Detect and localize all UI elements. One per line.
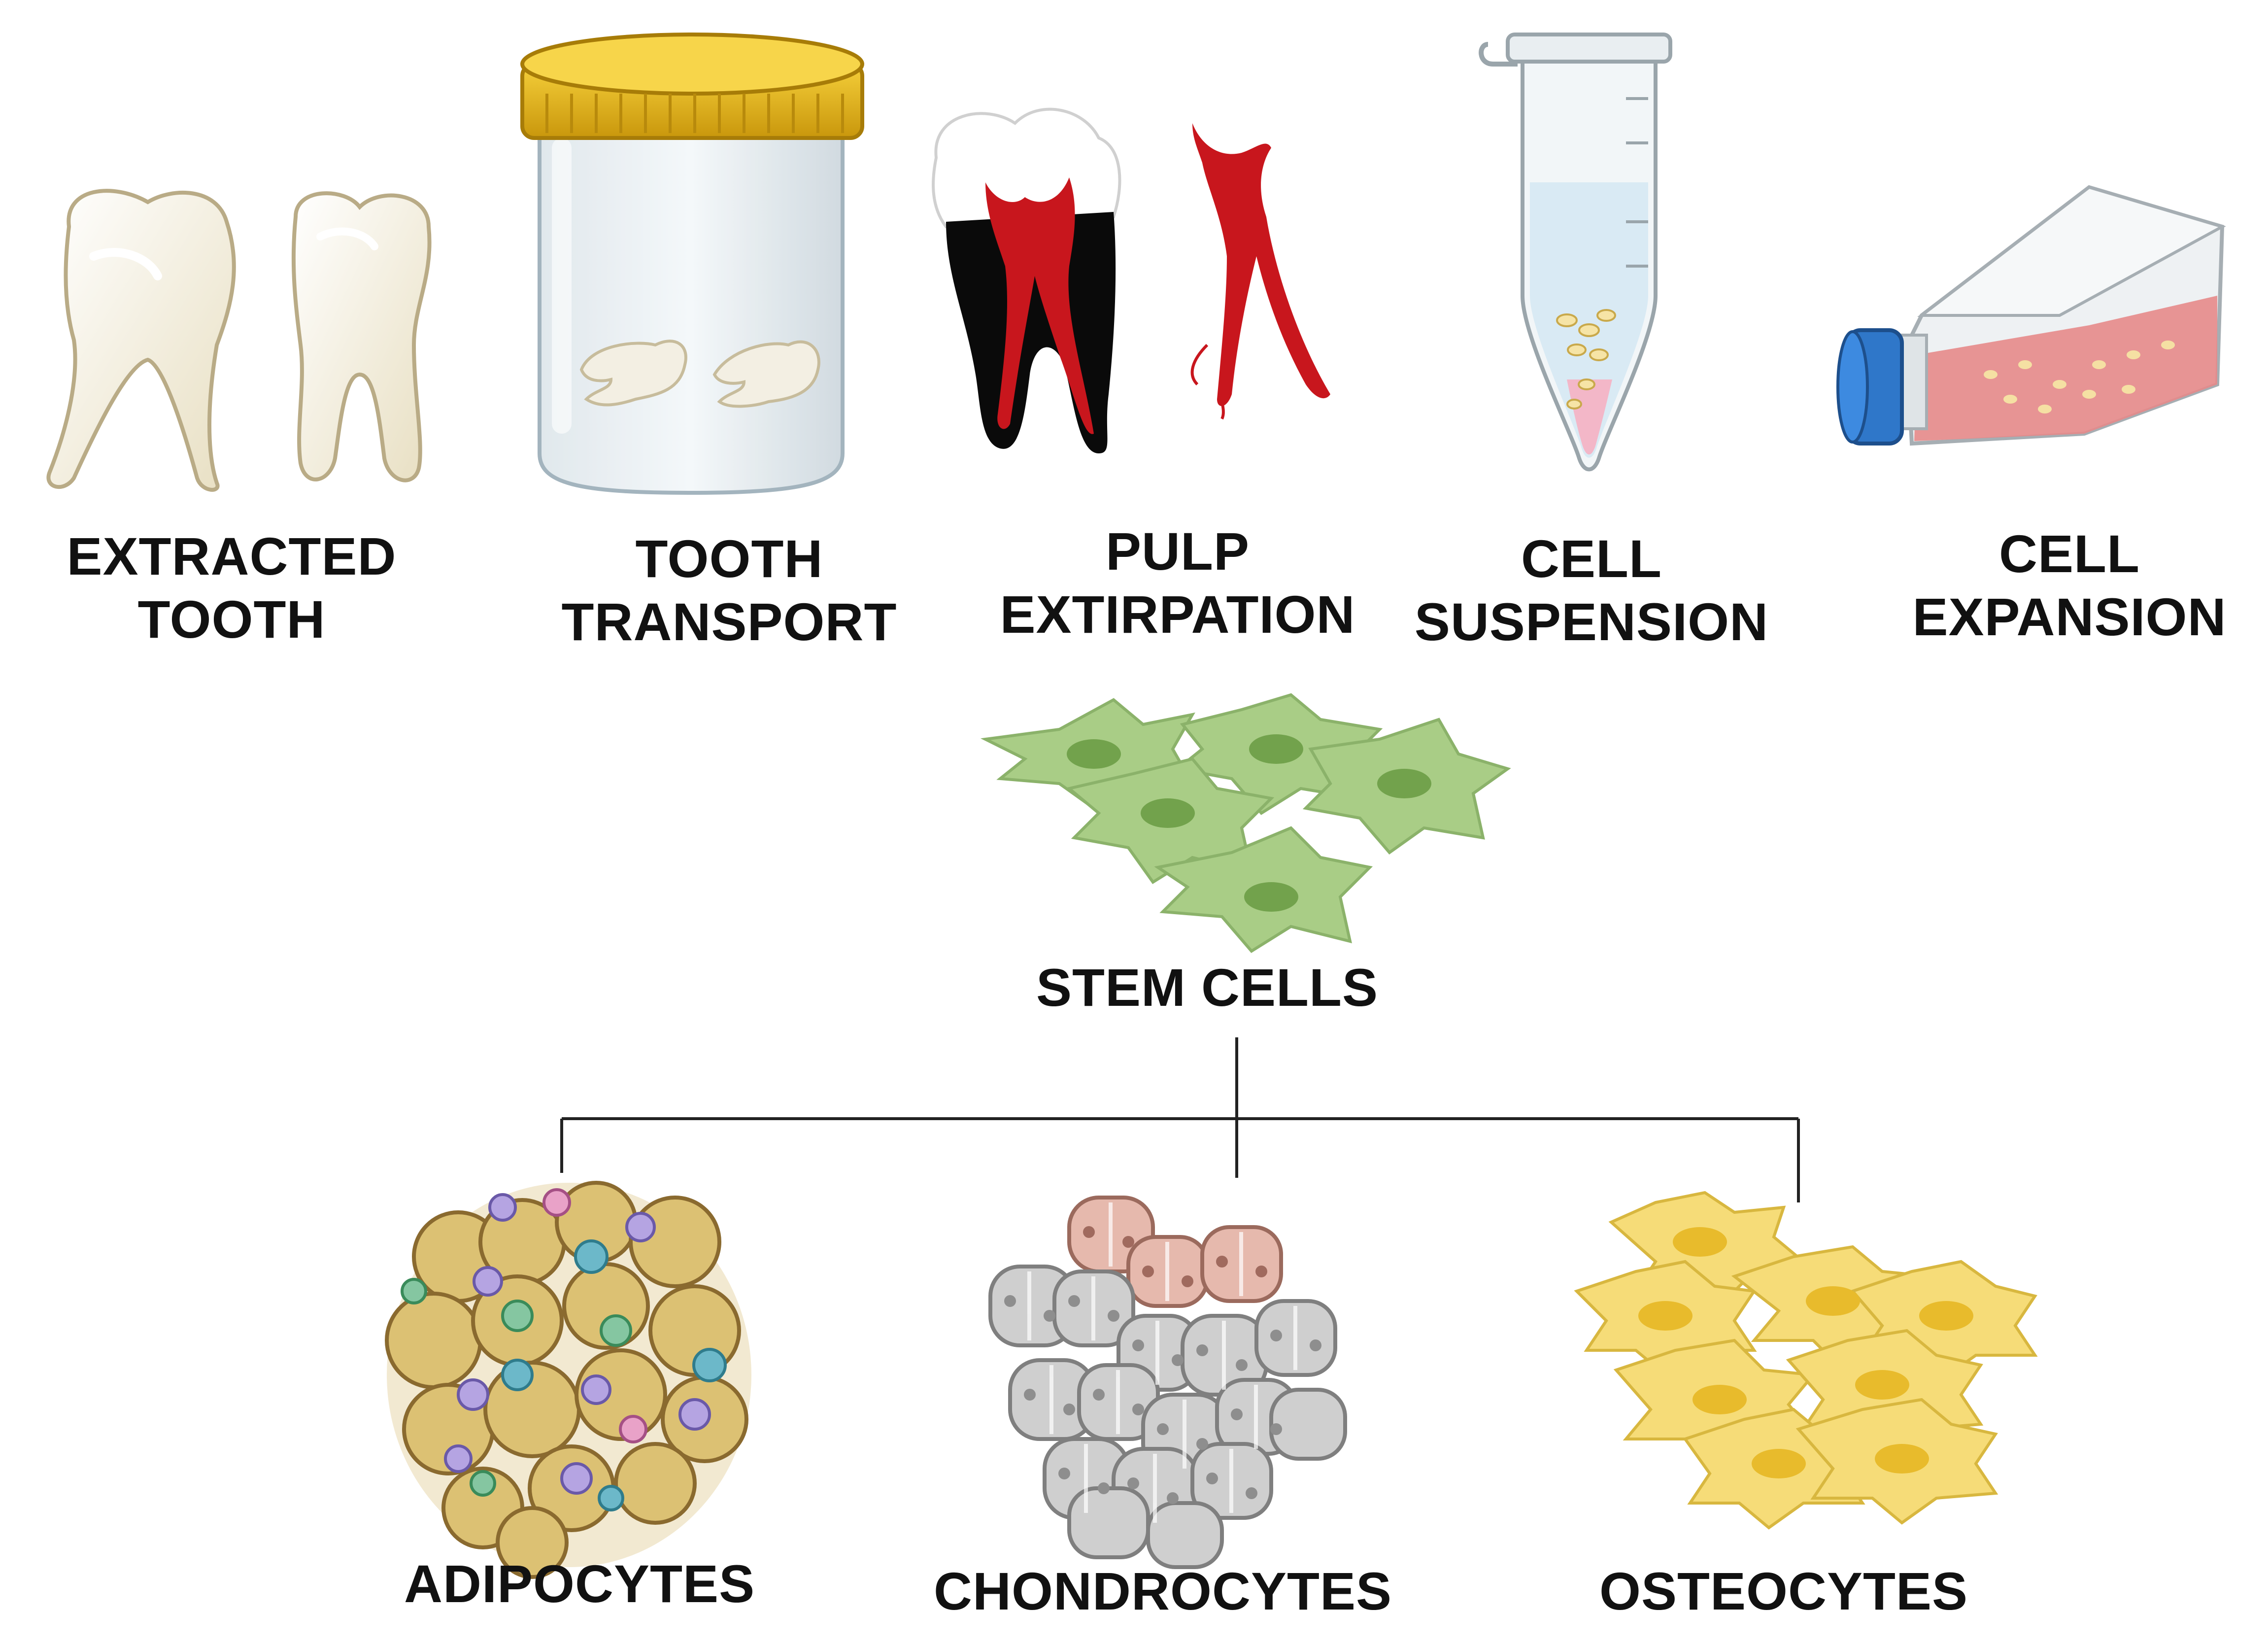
step-label-line2: SUSPENSION <box>1414 592 1769 651</box>
lineage-connector <box>560 1037 1800 1202</box>
stem-cells-icon <box>980 693 1511 953</box>
lineage-label-chondrocytes: CHONDROCYTES <box>933 1561 1392 1621</box>
step-label-line1: CELL <box>1521 529 1662 588</box>
step-label-cell-expansion: CELL EXPANSION <box>1902 522 2237 649</box>
step-label-cell-suspension: CELL SUSPENSION <box>1414 527 1769 653</box>
culture-flask-icon <box>1836 185 2226 446</box>
step-label-line2: EXPANSION <box>1912 587 2227 647</box>
step-label-extracted-tooth: EXTRACTED TOOTH <box>59 525 404 651</box>
specimen-jar-icon <box>520 33 864 495</box>
step-label-line1: CELL <box>1999 524 2140 583</box>
step-label-line1: EXTRACTED <box>67 526 397 586</box>
osteocytes-icon <box>1574 1191 2038 1530</box>
step-label-line2: EXTIRPATION <box>1000 584 1355 644</box>
adipocytes-icon <box>385 1181 751 1579</box>
pulp-tooth-icon <box>932 107 1330 453</box>
step-label-tooth-transport: TOOTH TRANSPORT <box>557 527 902 653</box>
lineage-label-adipocytes: ADIPOCYTES <box>404 1554 755 1613</box>
chondrocytes-icon <box>988 1196 1347 1569</box>
microtube-icon <box>1479 33 1672 472</box>
step-label-line2: TRANSPORT <box>561 592 897 651</box>
step-label-line1: PULP <box>1105 521 1250 581</box>
step-label-line2: TOOTH <box>137 589 326 649</box>
lineage-label-osteocytes: OSTEOCYTES <box>1599 1561 1968 1621</box>
step-label-line1: TOOTH <box>635 529 823 588</box>
step-label-pulp-extirpation: PULP EXTIRPATION <box>990 520 1365 646</box>
stem-cells-label: STEM CELLS <box>1036 958 1379 1017</box>
extracted-tooth-icon <box>46 189 432 492</box>
